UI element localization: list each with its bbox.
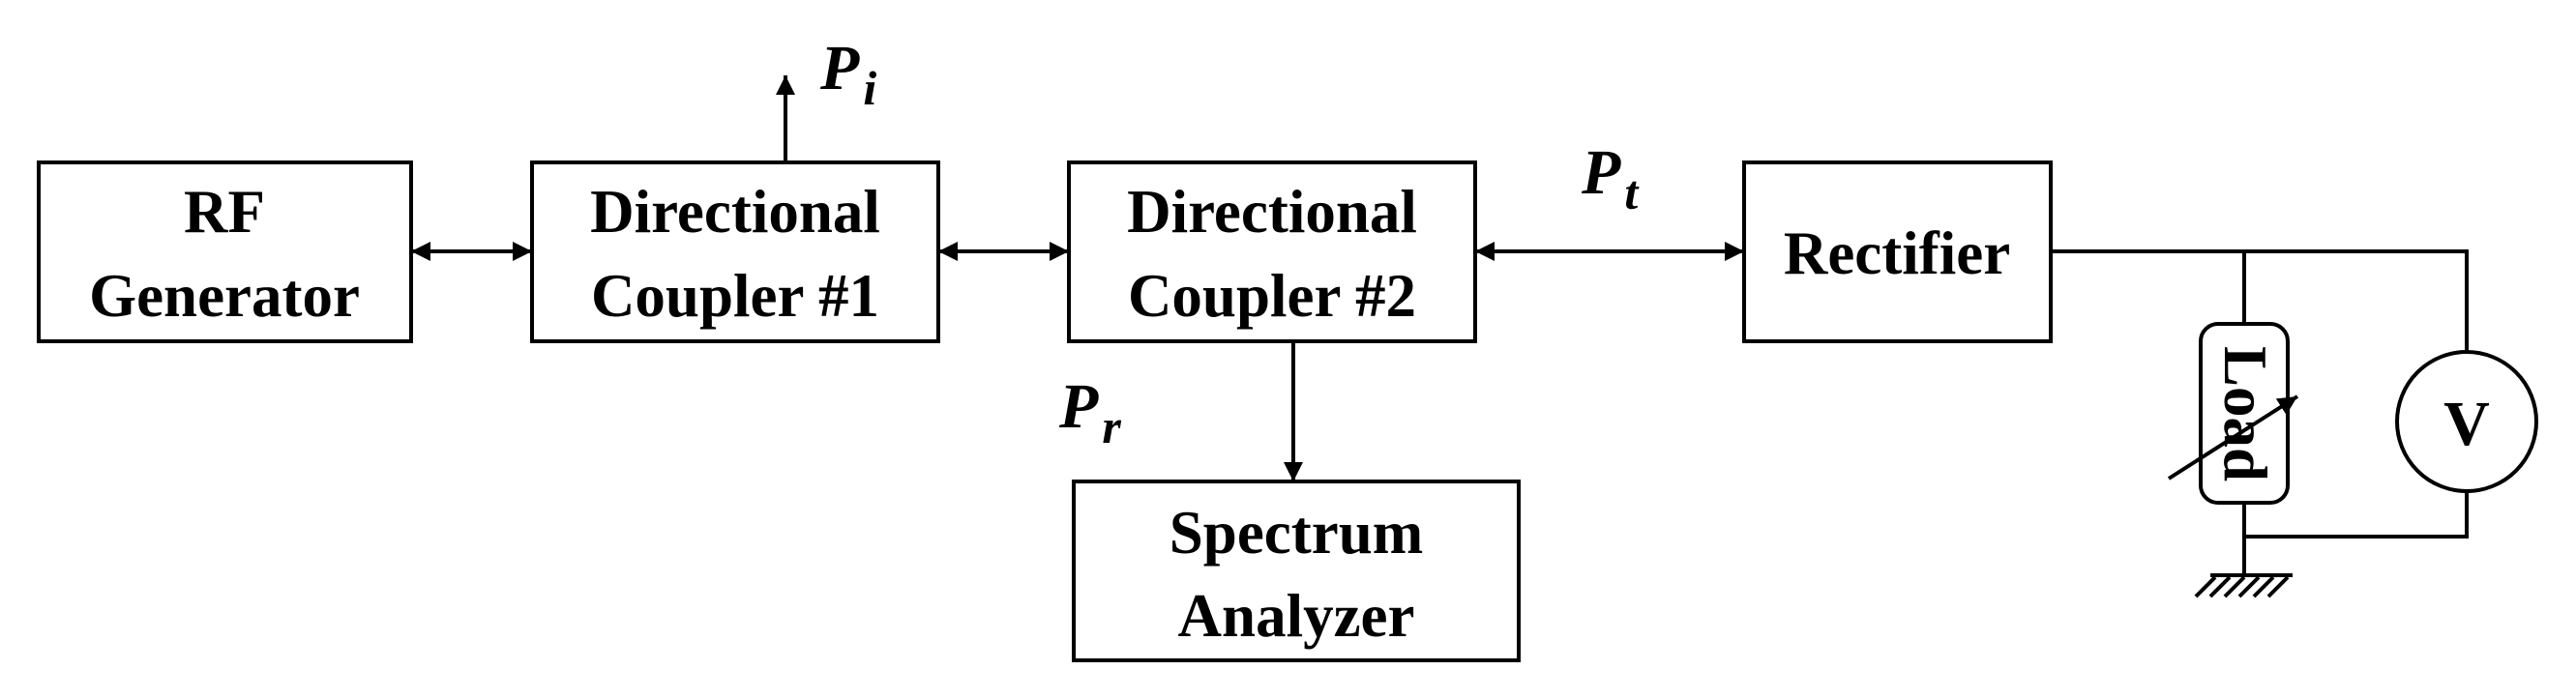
transmitted-power-label: Pt (1581, 137, 1640, 219)
coupler-2-label-line2: Coupler #2 (1128, 262, 1416, 330)
coupler-1-label-line1: Directional (590, 178, 880, 246)
rf-generator-label-line2: Generator (89, 262, 360, 330)
variable-load-resistor: Load (2167, 322, 2299, 505)
output-circuit (2051, 249, 2469, 575)
directional-coupler-1-block: Directional Coupler #1 (530, 160, 940, 343)
variable-adjust-arrow (2167, 394, 2299, 481)
voltmeter: V (2395, 350, 2538, 493)
ground-icon (2194, 573, 2293, 598)
rectifier-label: Rectifier (1784, 219, 2010, 287)
rf-generator-label-line1: RF (184, 178, 265, 246)
rectifier-block: Rectifier (1742, 160, 2053, 343)
directional-coupler-2-block: Directional Coupler #2 (1067, 160, 1477, 343)
voltmeter-label: V (2443, 389, 2490, 459)
reflected-power-label: Pr (1058, 371, 1121, 453)
spectrum-analyzer-block: Spectrum Analyzer (1072, 480, 1521, 662)
incident-power-label: Pi (819, 33, 876, 115)
rf-generator-block: RF Generator (37, 160, 413, 343)
coupler-2-label-line1: Directional (1127, 178, 1417, 246)
spectrum-analyzer-label-line1: Spectrum (1170, 499, 1423, 567)
coupler-1-label-line2: Coupler #1 (591, 262, 879, 330)
spectrum-analyzer-label-line2: Analyzer (1178, 582, 1415, 650)
